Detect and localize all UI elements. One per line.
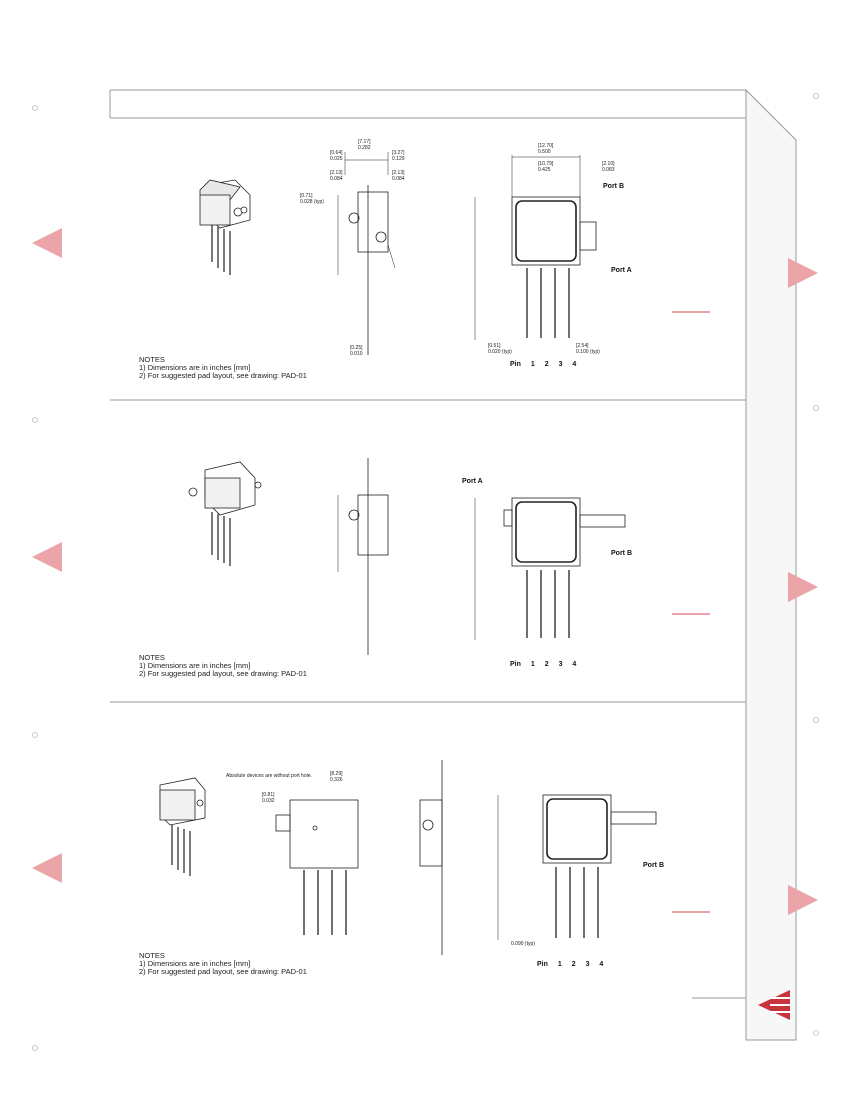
pin-label: Pin xyxy=(510,361,521,368)
notes-block-2: NOTES 1) Dimensions are in inches [mm] 2… xyxy=(139,654,307,678)
dim-mid2-in: 0.084 xyxy=(392,176,405,182)
pin-3: 3 xyxy=(585,961,590,968)
dim-left-mm: [0.64] xyxy=(330,150,343,156)
dim-width-mm: [7.17] xyxy=(358,139,371,145)
dim-front-pw-in: 0.083 xyxy=(602,167,615,173)
absolute-note: Absolute devices are without port hole. xyxy=(226,773,312,779)
notes-title: NOTES xyxy=(139,951,165,960)
dim-front-pw3-mm: [0.51] xyxy=(488,343,501,349)
pin-1: 1 xyxy=(530,361,535,368)
dim-hole-mm: [0.71] xyxy=(300,193,313,199)
notes-line-2: 2) For suggested pad layout, see drawing… xyxy=(139,669,307,678)
notes-title: NOTES xyxy=(139,653,165,662)
port-b-label-3: Port B xyxy=(643,862,664,869)
port-a-label: Port A xyxy=(611,267,632,274)
port-a-label-2: Port A xyxy=(462,478,483,485)
pin-row-2: Pin 1 2 3 4 xyxy=(510,661,576,668)
pin-1: 1 xyxy=(530,661,535,668)
dim-front-pitch-mm: [2.54] xyxy=(576,343,589,349)
pad-width-in: 0.090 (typ) xyxy=(511,941,535,947)
dim-right-in: 0.129 xyxy=(392,156,405,162)
pin-label: Pin xyxy=(537,961,548,968)
brand-logo-icon xyxy=(758,990,790,1020)
notes-block-1: NOTES 1) Dimensions are in inches [mm] 2… xyxy=(139,356,307,380)
dim-front-w-in: 0.500 xyxy=(538,149,551,155)
pin-2: 2 xyxy=(544,361,549,368)
dim-front-w2-in: 0.425 xyxy=(538,167,551,173)
notes-line-1: 1) Dimensions are in inches [mm] xyxy=(139,363,251,372)
pin-4: 4 xyxy=(599,961,604,968)
pin-1: 1 xyxy=(557,961,562,968)
notes-line-1: 1) Dimensions are in inches [mm] xyxy=(139,959,251,968)
pin-4: 4 xyxy=(572,661,577,668)
dim-mid2-mm: [2.13] xyxy=(392,170,405,176)
notes-line-2: 2) For suggested pad layout, see drawing… xyxy=(139,967,307,976)
pin-2: 2 xyxy=(544,661,549,668)
pin-label: Pin xyxy=(510,661,521,668)
abs-width-in: 0.326 xyxy=(330,777,343,783)
abs-width-mm: [8.29] xyxy=(330,771,343,777)
notes-line-1: 1) Dimensions are in inches [mm] xyxy=(139,661,251,670)
dim-right-mm: [3.27] xyxy=(392,150,405,156)
dim-pin-in: 0.010 xyxy=(350,351,363,357)
dim-pin-mm: [0.25] xyxy=(350,345,363,351)
pin-3: 3 xyxy=(558,661,563,668)
dim-width-in: 0.282 xyxy=(358,145,371,151)
pin-2: 2 xyxy=(571,961,576,968)
dim-front-w-mm: [12.70] xyxy=(538,143,554,149)
dim-front-pw3-in: 0.020 (typ) xyxy=(488,349,512,355)
pin-3: 3 xyxy=(558,361,563,368)
dim-front-pw-mm: [2.10] xyxy=(602,161,615,167)
dim-hole-in: 0.028 (typ) xyxy=(300,199,324,205)
pin-row-3: Pin 1 2 3 4 xyxy=(537,961,603,968)
pin-4: 4 xyxy=(572,361,577,368)
notes-block-3: NOTES 1) Dimensions are in inches [mm] 2… xyxy=(139,952,307,976)
abs-hole-in: 0.032 xyxy=(262,798,275,804)
notes-title: NOTES xyxy=(139,355,165,364)
dim-mid-in: 0.084 xyxy=(330,176,343,182)
port-b-label: Port B xyxy=(603,183,624,190)
dim-left-in: 0.025 xyxy=(330,156,343,162)
pin-row-1: Pin 1 2 3 4 xyxy=(510,361,576,368)
notes-line-2: 2) For suggested pad layout, see drawing… xyxy=(139,371,307,380)
dim-front-w2-mm: [10.79] xyxy=(538,161,554,167)
dim-mid-mm: [2.13] xyxy=(330,170,343,176)
abs-hole-mm: [0.81] xyxy=(262,792,275,798)
port-b-label-2: Port B xyxy=(611,550,632,557)
dim-front-pitch-in: 0.100 (typ) xyxy=(576,349,600,355)
